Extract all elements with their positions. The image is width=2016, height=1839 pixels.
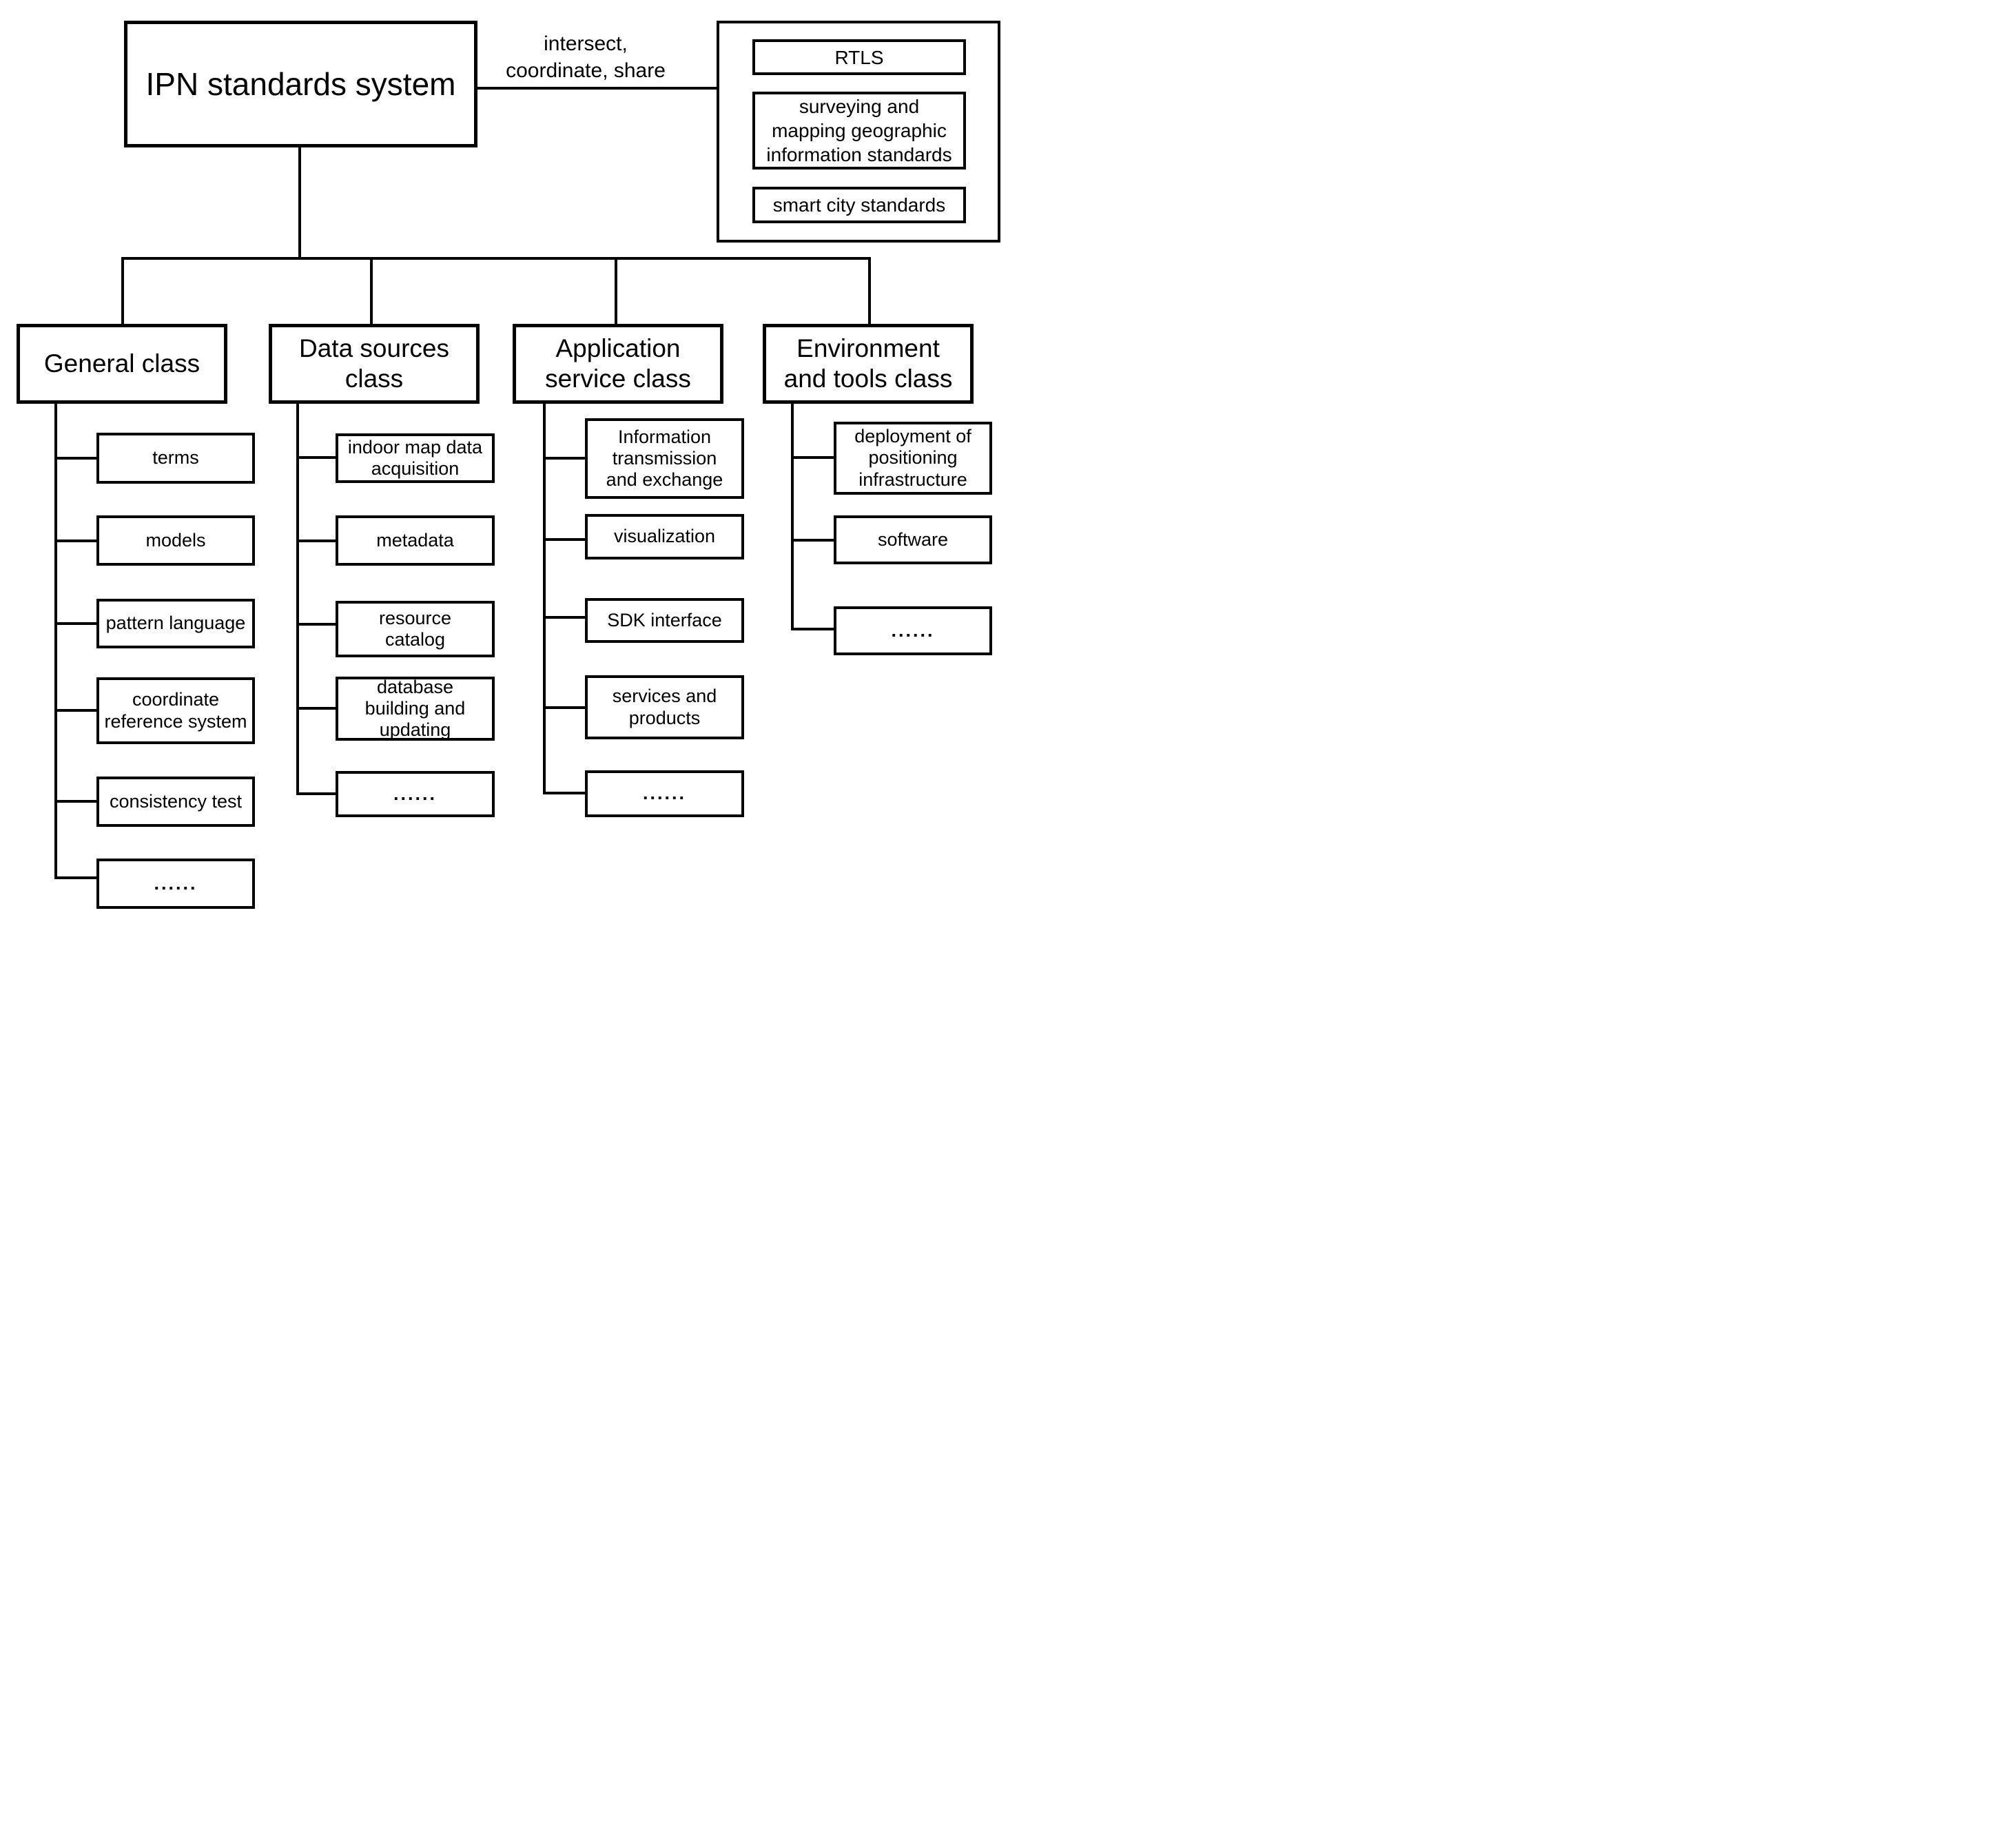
models-label: models bbox=[145, 529, 206, 551]
stub-models bbox=[54, 540, 96, 542]
consistency-test-node: consistency test bbox=[96, 777, 255, 827]
stub-indoor-map-data-acquisition bbox=[296, 456, 336, 459]
visualization-label: visualization bbox=[613, 526, 716, 547]
spine-data-sources-class bbox=[296, 402, 299, 795]
rtls-node: RTLS bbox=[752, 39, 966, 75]
resource-catalog-label: resource catalog bbox=[378, 607, 452, 650]
sdk-interface-label: SDK interface bbox=[607, 609, 722, 630]
application-service-class-node: Application service class bbox=[513, 324, 723, 404]
stub-terms bbox=[54, 457, 96, 460]
services-products-node: services and products bbox=[585, 675, 744, 739]
environment-tools-class-label: Environment and tools class bbox=[783, 333, 953, 393]
deployment-positioning-infrastructure-label: deployment of positioning infrastructure bbox=[854, 426, 971, 490]
database-building-updating-node: database building and updating bbox=[336, 677, 495, 741]
stub-visualization bbox=[543, 538, 585, 541]
information-transmission-exchange-node: Information transmission and exchange bbox=[585, 418, 744, 499]
stub-consistency-test bbox=[54, 800, 96, 803]
visualization-node: visualization bbox=[585, 514, 744, 559]
coordinate-reference-system-label: coordinate reference system bbox=[104, 689, 247, 732]
spine-application-service-class bbox=[543, 402, 546, 794]
environment-tools-class-node: Environment and tools class bbox=[763, 324, 974, 404]
stub-application-ellipsis bbox=[543, 792, 585, 794]
stub-services-products bbox=[543, 706, 585, 709]
application-ellipsis-node: ...... bbox=[585, 770, 744, 817]
stub-software bbox=[791, 539, 834, 542]
stub-sdk-interface bbox=[543, 616, 585, 619]
stub-information-transmission-exchange bbox=[543, 457, 585, 460]
data-sources-class-label: Data sources class bbox=[299, 333, 449, 393]
consistency-test-label: consistency test bbox=[109, 790, 243, 812]
pattern-language-label: pattern language bbox=[105, 613, 246, 634]
stub-general-ellipsis bbox=[54, 876, 96, 879]
indoor-map-data-acquisition-label: indoor map data acquisition bbox=[347, 436, 483, 479]
surveying-mapping-label: surveying and mapping geographic informa… bbox=[766, 96, 952, 165]
stub-resource-catalog bbox=[296, 623, 336, 626]
stub-pattern-language bbox=[54, 622, 96, 625]
metadata-node: metadata bbox=[336, 515, 495, 566]
application-service-class-label: Application service class bbox=[545, 333, 691, 393]
application-ellipsis-label: ...... bbox=[642, 783, 686, 804]
general-class-node: General class bbox=[17, 324, 227, 404]
stub-metadata bbox=[296, 540, 336, 542]
data-sources-class-node: Data sources class bbox=[269, 324, 480, 404]
sdk-interface-node: SDK interface bbox=[585, 598, 744, 643]
information-transmission-exchange-label: Information transmission and exchange bbox=[606, 426, 723, 491]
surveying-mapping-node: surveying and mapping geographic informa… bbox=[752, 92, 966, 169]
environment-ellipsis-node: ...... bbox=[834, 606, 992, 655]
services-products-label: services and products bbox=[612, 686, 717, 728]
coordinate-reference-system-node: coordinate reference system bbox=[96, 677, 255, 744]
spine-general-class bbox=[54, 402, 57, 879]
stub-environment-ellipsis bbox=[791, 628, 834, 630]
stub-data-sources-ellipsis bbox=[296, 792, 336, 795]
data-sources-ellipsis-label: ...... bbox=[393, 783, 437, 804]
software-label: software bbox=[877, 528, 949, 550]
smart-city-node: smart city standards bbox=[752, 187, 966, 223]
drop-general-class bbox=[121, 258, 124, 324]
software-node: software bbox=[834, 515, 992, 564]
stub-coordinate-reference-system bbox=[54, 709, 96, 712]
models-node: models bbox=[96, 515, 255, 566]
general-class-label: General class bbox=[43, 349, 200, 378]
ipn-standards-system-label: IPN standards system bbox=[145, 66, 456, 102]
terms-label: terms bbox=[152, 447, 199, 469]
environment-ellipsis-label: ...... bbox=[891, 619, 935, 641]
database-building-updating-label: database building and updating bbox=[364, 676, 466, 741]
connector-ipn-to-related-standards bbox=[477, 87, 717, 90]
ipn-standards-system-node: IPN standards system bbox=[124, 21, 477, 147]
drop-environment-tools-class bbox=[868, 258, 871, 324]
resource-catalog-node: resource catalog bbox=[336, 601, 495, 657]
stub-database-building-updating bbox=[296, 707, 336, 710]
smart-city-label: smart city standards bbox=[772, 194, 946, 216]
rtls-label: RTLS bbox=[834, 46, 884, 68]
diagram-canvas: IPN standards system intersect, coordina… bbox=[0, 0, 1008, 919]
spine-environment-tools-class bbox=[791, 402, 794, 630]
trunk-line bbox=[121, 257, 871, 260]
general-ellipsis-node: ...... bbox=[96, 859, 255, 909]
drop-data-sources-class bbox=[370, 258, 373, 324]
metadata-label: metadata bbox=[376, 529, 454, 551]
stub-deployment-positioning-infrastructure bbox=[791, 456, 834, 459]
relation-label: intersect, coordinate, share bbox=[506, 32, 666, 82]
general-ellipsis-label: ...... bbox=[154, 872, 198, 894]
drop-application-service-class bbox=[615, 258, 617, 324]
data-sources-ellipsis-node: ...... bbox=[336, 771, 495, 817]
pattern-language-node: pattern language bbox=[96, 599, 255, 648]
deployment-positioning-infrastructure-node: deployment of positioning infrastructure bbox=[834, 422, 992, 495]
indoor-map-data-acquisition-node: indoor map data acquisition bbox=[336, 433, 495, 483]
terms-node: terms bbox=[96, 433, 255, 484]
connector-ipn-drop bbox=[298, 147, 301, 258]
